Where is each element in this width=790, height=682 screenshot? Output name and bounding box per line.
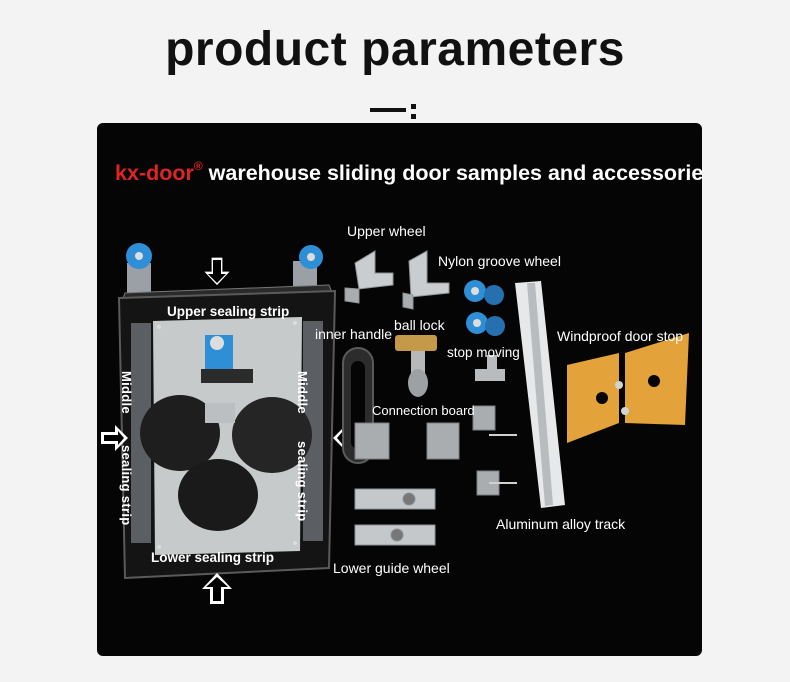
arrow-right-icon (101, 425, 128, 451)
arrow-down-icon (201, 256, 233, 287)
door-sample (117, 243, 337, 580)
heading-text: warehouse sliding door samples and acces… (208, 161, 702, 185)
page-title: product parameters (165, 23, 625, 76)
upper-wheel-brackets (344, 250, 450, 310)
arrow-up-icon (202, 573, 232, 604)
aluminum-track (515, 281, 565, 508)
springs (489, 434, 517, 484)
label-ball-lock: ball lock (394, 317, 445, 333)
connection-boards (354, 405, 500, 496)
label-aluminum-alloy-track: Aluminum alloy track (496, 516, 626, 532)
sample-heading: kx-door® warehouse sliding door samples … (115, 159, 702, 186)
registered-mark: ® (193, 159, 203, 173)
label-upper-sealing-strip: Upper sealing strip (167, 304, 290, 319)
label-lower-guide-wheel: Lower guide wheel (333, 560, 450, 576)
label-upper-wheel: Upper wheel (347, 223, 426, 239)
label-sealing-strip-right: sealing strip (295, 441, 310, 522)
lower-guide-plates (354, 488, 436, 546)
brand-name: kx-door (115, 161, 194, 185)
windproof-door-stop (567, 333, 689, 443)
label-nylon-groove-wheel: Nylon groove wheel (438, 253, 561, 269)
label-lower-sealing-strip: Lower sealing strip (151, 550, 275, 565)
title-underline-mark (370, 104, 420, 124)
label-stop-moving: stop moving (447, 345, 520, 360)
label-connection-board: Connection board (372, 403, 475, 418)
product-illustration (101, 243, 689, 604)
label-middle-left: Middle (119, 371, 134, 414)
product-photo-panel: kx-door® warehouse sliding door samples … (97, 123, 702, 656)
ball-lock (395, 335, 437, 397)
label-middle-right: Middle (295, 371, 310, 414)
label-inner-handle: inner handle (315, 326, 393, 342)
nylon-groove-wheels (464, 280, 505, 336)
label-sealing-strip-left: sealing strip (119, 445, 134, 526)
label-windproof-door-stop: Windproof door stop (557, 328, 684, 344)
stop-moving-part (475, 355, 505, 381)
